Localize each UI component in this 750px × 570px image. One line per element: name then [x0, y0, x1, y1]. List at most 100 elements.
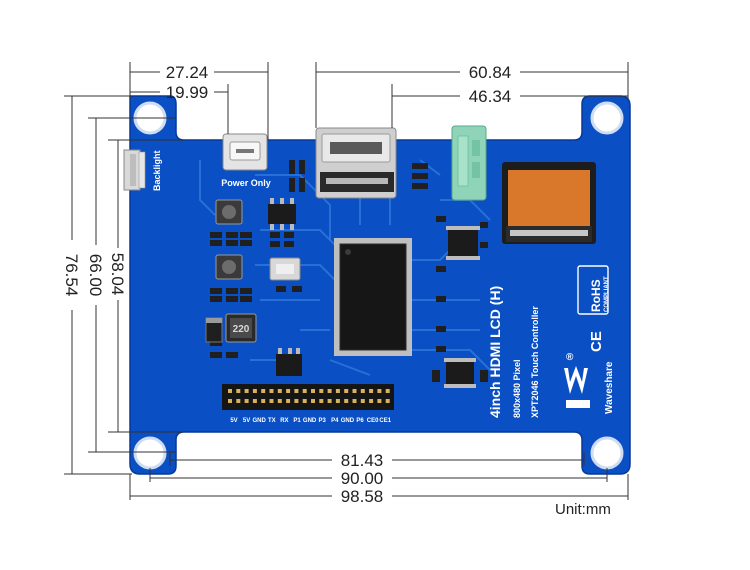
gpio-pin [377, 389, 382, 393]
touch-controller-label: XPT2046 Touch Controller [530, 306, 540, 418]
resolution-label: 800x480 Pixel [512, 359, 522, 418]
gpio-pin [269, 389, 274, 393]
hdmi-connector [315, 127, 397, 199]
main-controller-chip [334, 238, 412, 356]
gpio-pin [385, 399, 390, 403]
gpio-pin [369, 399, 374, 403]
crystal-oscillator [269, 257, 301, 281]
gpio-pin [369, 389, 374, 393]
dim-label-top-46-34: 46.34 [469, 87, 512, 106]
registered-mark: ® [566, 352, 574, 363]
gpio-pin [261, 399, 266, 403]
diode [205, 317, 223, 343]
rohs-badge [577, 265, 609, 315]
gpio-pin [385, 389, 390, 393]
gpio-pin [352, 399, 357, 403]
inductor-value-label: 220 [233, 324, 250, 335]
regulator-ic-1 [268, 198, 296, 230]
logic-ic [276, 348, 302, 376]
audio-jack [451, 125, 487, 201]
dimension-lines [64, 62, 629, 500]
gpio-pin [244, 399, 249, 403]
dim-label-top-27-24: 27.24 [166, 63, 209, 82]
gpio-pin [269, 399, 274, 403]
gpio-pin [311, 389, 315, 393]
gpio-pin [352, 389, 357, 393]
dim-label-left-58-04: 58.04 [108, 253, 127, 296]
gpio-pin-label: GND [341, 418, 355, 424]
gpio-pin-label: GND [303, 418, 317, 424]
touch-controller-ic [444, 358, 476, 388]
gpio-pin-header [222, 384, 394, 410]
mounting-hole-bottom-right [590, 436, 624, 470]
gpio-pin-label: P6 [356, 418, 364, 424]
gpio-pin [302, 389, 307, 393]
dim-label-top-60-84: 60.84 [469, 63, 512, 82]
gpio-pin [277, 389, 282, 393]
gpio-pin-label: CE0 [367, 418, 379, 424]
gpio-pin [344, 389, 349, 393]
gpio-pin [228, 399, 232, 403]
brand-label: Waveshare [604, 361, 615, 414]
rohs-compliant-label: COMPLIANT [604, 276, 610, 312]
gpio-pin [335, 399, 340, 403]
gpio-pin [360, 389, 365, 393]
gpio-pin [244, 389, 249, 393]
gpio-pin [311, 399, 315, 403]
gpio-pin-label: P3 [319, 418, 327, 424]
gpio-pin [319, 399, 324, 403]
gpio-pin [377, 399, 382, 403]
pcb-board: Backlight Power Only [123, 95, 631, 475]
gpio-pin-label: GND [253, 418, 267, 424]
dim-label-top-19-99: 19.99 [166, 83, 209, 102]
inductor-middle [215, 254, 243, 280]
gpio-pin-label: P4 [331, 418, 339, 424]
gpio-pin [236, 389, 241, 393]
inductor-220 [225, 313, 257, 343]
gpio-pin [302, 399, 307, 403]
gpio-pin [228, 389, 232, 393]
micro-usb-power-port [222, 133, 268, 171]
gpio-pin-label: CE1 [379, 418, 391, 424]
gpio-pin [360, 399, 365, 403]
gpio-pin [286, 399, 291, 403]
dim-label-bottom-81-43: 81.43 [341, 451, 384, 470]
gpio-pin-label: TX [268, 418, 276, 424]
gpio-pin [294, 399, 299, 403]
gpio-pin [294, 389, 299, 393]
power-only-label: Power Only [221, 178, 271, 188]
inductor-top [215, 199, 243, 225]
gpio-pin [335, 389, 340, 393]
gpio-pin [286, 389, 291, 393]
dim-label-bottom-98-58: 98.58 [341, 487, 384, 506]
product-title: 4inch HDMI LCD (H) [487, 286, 503, 418]
gpio-pin-label: 5V [230, 418, 237, 424]
hdmi-receiver-ic [446, 226, 480, 260]
gpio-pin [252, 389, 257, 393]
dim-label-left-66-00: 66.00 [86, 254, 105, 297]
gpio-pin [344, 399, 349, 403]
dim-label-left-76-54: 76.54 [62, 254, 81, 297]
smd-components-top [289, 160, 428, 192]
waveshare-logo [564, 366, 590, 408]
backlight-label: Backlight [152, 150, 162, 191]
mounting-hole-bottom-left [133, 436, 167, 470]
dim-label-bottom-90-00: 90.00 [341, 469, 384, 488]
gpio-pin-label: 5V [243, 418, 250, 424]
gpio-pin [319, 389, 324, 393]
smd-components-mid [270, 232, 302, 292]
gpio-pin [261, 389, 266, 393]
mounting-hole-top-right [590, 101, 624, 135]
backlight-switch [123, 149, 146, 191]
gpio-pin [327, 389, 332, 393]
gpio-pin [252, 399, 257, 403]
gpio-pin [277, 399, 282, 403]
unit-label: Unit:mm [555, 501, 611, 518]
smd-components-right [432, 216, 488, 382]
gpio-pin [327, 399, 332, 403]
gpio-pin-label: RX [280, 418, 288, 424]
rohs-label: RoHS [589, 279, 603, 312]
gpio-pin-label: P1 [293, 418, 301, 424]
